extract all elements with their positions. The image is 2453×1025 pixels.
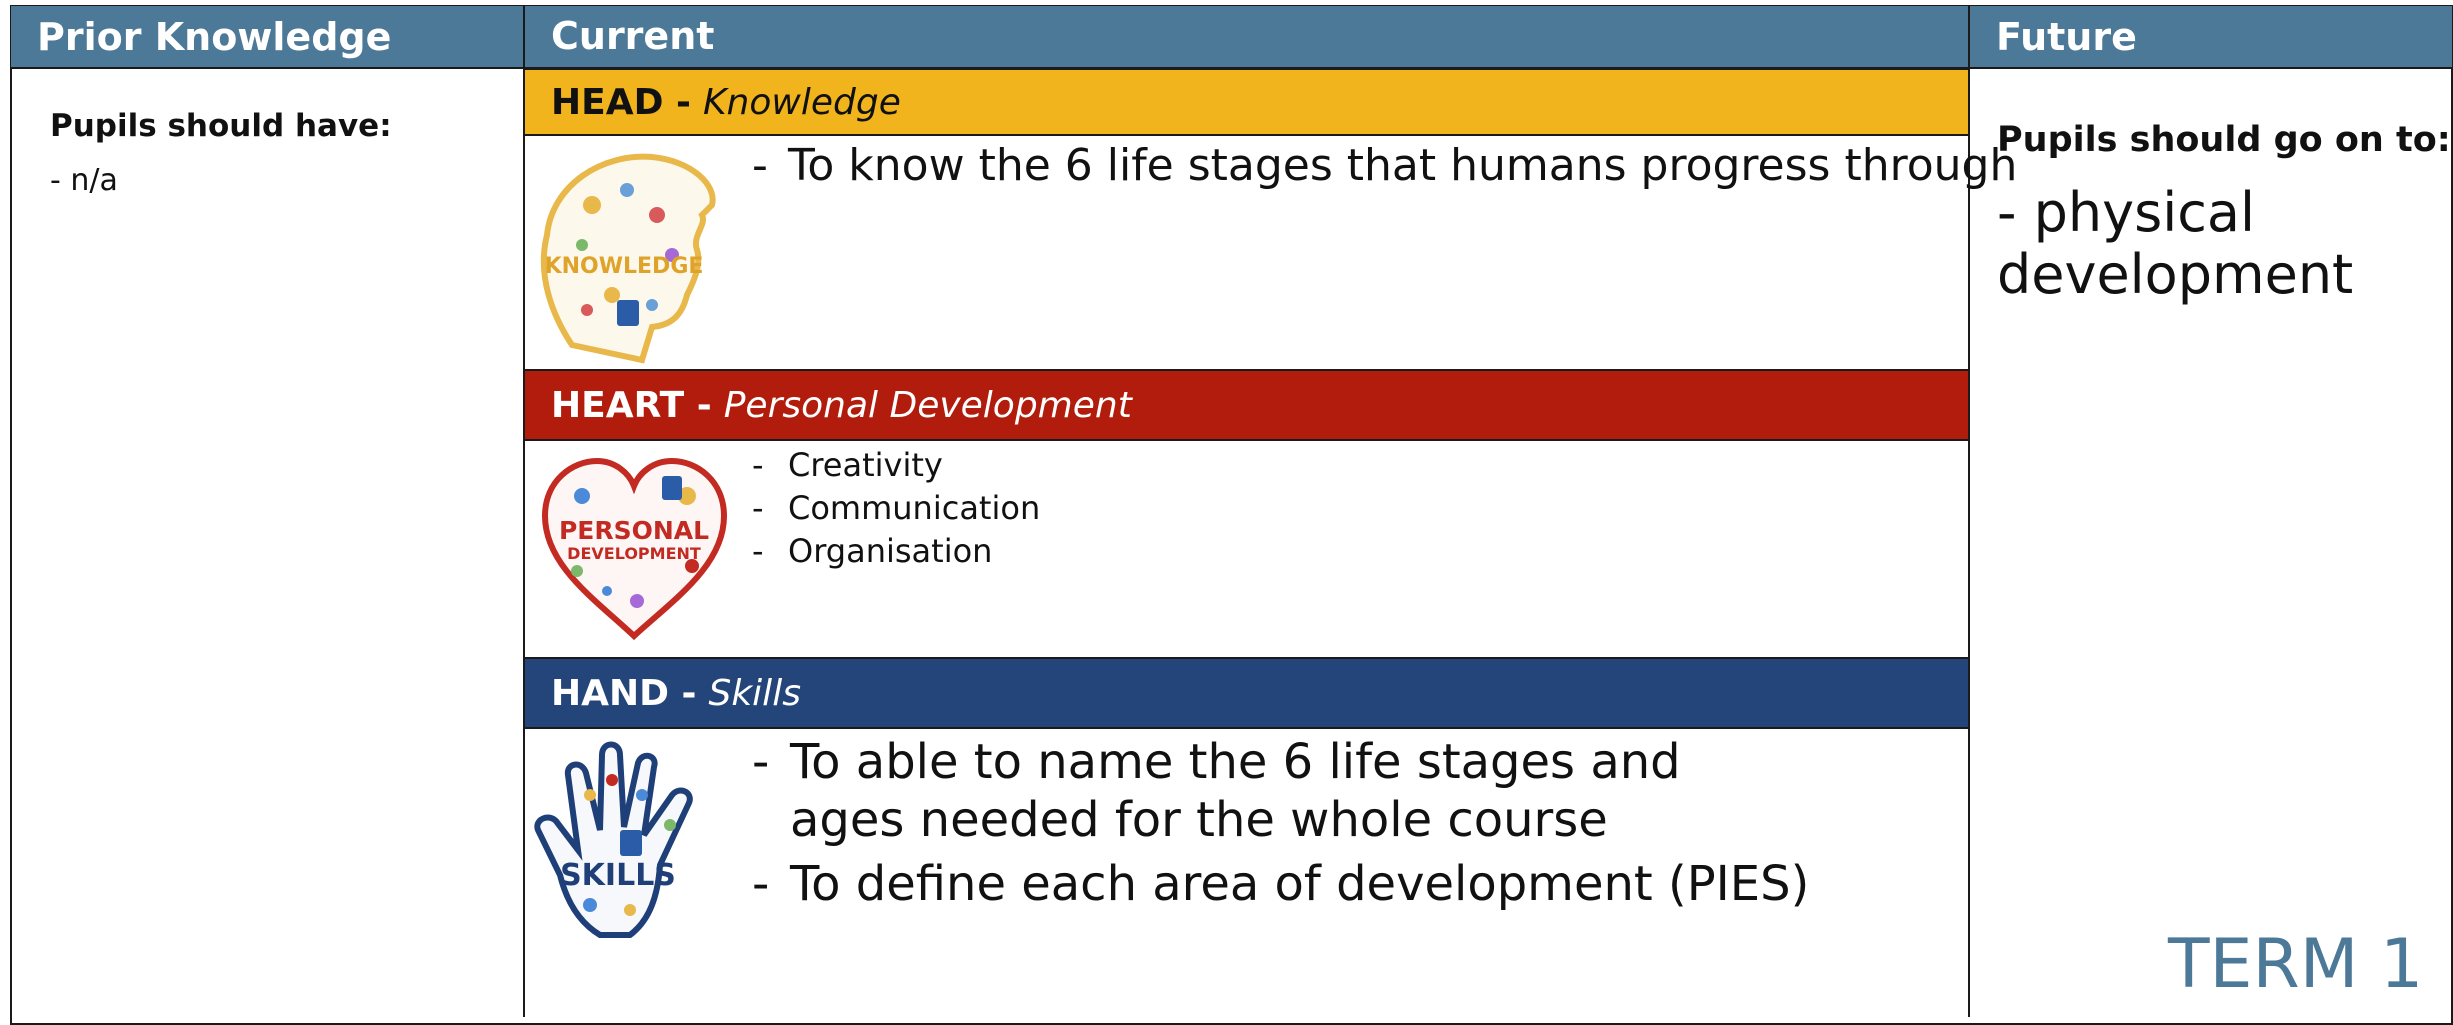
heart-band-title: HEART -	[551, 384, 712, 426]
hand-band-subtitle: Skills	[708, 672, 801, 714]
heart-item: -Communication	[752, 489, 1041, 527]
hand-item: To define each area of development (PIES…	[790, 856, 1810, 912]
heart-band-subtitle: Personal Development	[723, 384, 1132, 426]
skills-hand-icon: SKILLS	[534, 741, 693, 938]
personal-icon-label-1: PERSONAL	[559, 516, 709, 545]
column-header-future: Future	[1970, 6, 2452, 68]
heart-item: -Creativity	[752, 446, 943, 484]
head-list: -To know the 6 life stages that humans p…	[752, 138, 2017, 194]
hand-band: HAND - Skills	[525, 657, 1968, 729]
future-item-continued: development	[1997, 243, 2354, 306]
knowledge-head-icon: KNOWLEDGE	[540, 153, 716, 364]
heart-band: HEART - Personal Development	[525, 369, 1968, 441]
heart-item: -Organisation	[752, 532, 993, 570]
hand-item-dash-1: -	[752, 734, 770, 790]
term-label: TERM 1	[2168, 925, 2424, 1004]
hand-item-continued: ages needed for the whole course	[790, 792, 1608, 848]
head-band: HEAD - Knowledge	[525, 68, 1968, 136]
hand-band-title: HAND -	[551, 672, 697, 714]
head-item: -To know the 6 life stages that humans p…	[752, 140, 2018, 191]
personal-development-heart-icon: PERSONAL DEVELOPMENT	[541, 457, 728, 641]
heart-list: -Creativity -Communication -Organisation	[752, 444, 1040, 573]
hand-item: To able to name the 6 life stages and	[790, 734, 1681, 790]
knowledge-icon-label: KNOWLEDGE	[545, 254, 704, 279]
personal-icon-label-2: DEVELOPMENT	[567, 544, 701, 563]
column-header-prior: Prior Knowledge	[11, 6, 523, 68]
column-divider-1	[523, 5, 525, 1017]
column-divider-2	[1968, 5, 1970, 1017]
column-header-current: Current	[525, 6, 1968, 68]
future-item: - physical	[1997, 181, 2256, 244]
head-band-title: HEAD -	[551, 81, 691, 123]
hand-item-dash-2: -	[752, 856, 770, 912]
skills-icon-label: SKILLS	[560, 858, 676, 893]
head-band-subtitle: Knowledge	[702, 81, 901, 123]
prior-heading: Pupils should have:	[50, 108, 392, 144]
prior-item: - n/a	[50, 163, 118, 198]
future-heading: Pupils should go on to:	[1997, 120, 2451, 160]
